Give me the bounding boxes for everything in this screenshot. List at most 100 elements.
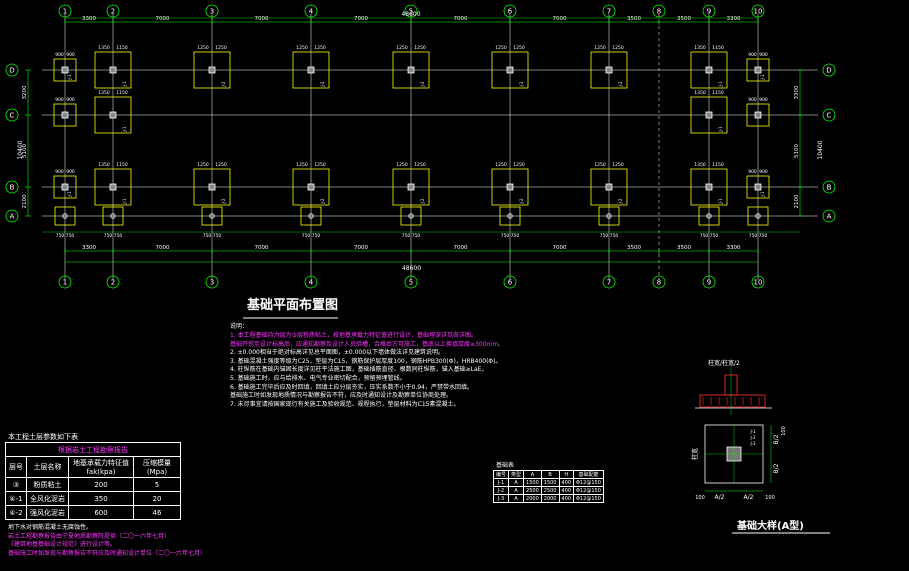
dimension-label: 7000 [553,245,567,251]
soil-footer: 地下水对钢筋混凝土无腐蚀性。 岩土工程勘察报告由宁夏地质勘察院提供（二〇一六年七… [8,524,206,558]
footing-outline [746,103,770,127]
detail-tag: J-1 [749,429,755,434]
footing-tag: J-2 [221,198,226,204]
footing-outline [491,51,529,89]
drawing-title: 基础平面布置图 [247,298,339,313]
axis-bubble [822,180,836,194]
column-marker [705,183,713,191]
axis-label: A [10,213,15,221]
footing-dimension: 1250 [594,45,606,51]
footing-outline [292,168,330,206]
axis-bubble [503,275,517,289]
footing-dimension: 1250 [513,45,525,51]
pier-column-marker [507,213,513,219]
axis-bubble [702,275,716,289]
column-marker [61,183,69,191]
soil-header: 地基承载力特征值 fak(kpa) [68,456,134,478]
axis-label: 10 [754,279,763,287]
soil-header: 层号 [5,456,27,478]
footing-dimension: 1250 [495,45,507,51]
footing-tag: J-2 [519,81,524,87]
footing-tag: J-2 [519,198,524,204]
pier-column-marker [62,213,68,219]
note-line: 6. 基础施工完毕后应及时回填，回填土应分层夯实，压实系数不小于0.94，严禁带… [230,383,473,391]
footing-dimension: 750 [213,233,222,239]
fnd-header: B [540,470,560,479]
axis-bubble [751,275,765,289]
footing-dimension: 1150 [712,162,724,168]
pier-footing-outline [201,206,223,226]
soil-table-subtitle: 根据岩土工程勘察报告 [5,442,181,457]
footing-dimension: 750 [610,233,619,239]
footing-dimension: 750 [302,233,311,239]
footing-dimension: 900 [759,97,768,103]
footing-dimension: 1250 [296,162,308,168]
footing-outline [53,58,77,82]
pier-footing-outline [598,206,620,226]
fnd-cell: 2500 [540,486,560,495]
fnd-cell: J-3 [492,494,510,503]
dimension-label: 3300 [82,245,96,251]
footing-outline [193,51,231,89]
footing-tag: J-2 [420,198,425,204]
axis-label: 4 [309,279,314,287]
axis-bubble [304,4,318,18]
total-dimension-label: 10400 [817,140,824,159]
axis-bubble [602,4,616,18]
note-line: 基础开挖至设计标高后，应通知勘察及设计人员验槽，合格后方可施工，基底以上换填厚度… [230,340,505,348]
axis-bubble [702,4,716,18]
footing-dimension: 1250 [414,45,426,51]
soil-header: 压缩模量 (Mpa) [133,456,181,478]
fnd-cell: 1500 [523,478,542,487]
footing-outline [392,51,430,89]
fnd-cell: 400 [558,486,575,495]
footing-tag: J-1 [67,74,72,80]
note-line: 基础施工时如发现地质情况与勘察报告不符，应及时通知设计及勘察单位协商处理。 [230,392,453,400]
fnd-cell: 2000 [540,494,560,503]
footing-dimension: 1150 [116,45,128,51]
footing-tag: J-1 [122,126,127,132]
axis-bubble [652,275,666,289]
dimension-label: 3300 [82,16,96,22]
footing-tag: J-1 [122,198,127,204]
footing-dimension: 1250 [414,162,426,168]
axis-label: 1 [63,279,67,287]
footing-outline [193,168,231,206]
dimension-label: 3300 [794,85,800,99]
axis-label: 1 [63,8,67,16]
fnd-cell: 400 [558,478,575,487]
footing-dimension: 750 [749,233,758,239]
pier-footing-outline [499,206,521,226]
fnd-cell: Φ12@150 [573,494,604,503]
footing-dimension: 1350 [98,45,110,51]
dimension-label: 7000 [354,16,368,22]
axis-bubble [822,108,836,122]
footing-dimension: 900 [55,52,64,58]
detail-dim-label: 100 [781,426,787,436]
footing-dimension: 900 [748,169,757,175]
axis-label: 9 [707,279,711,287]
column-marker [307,183,315,191]
fnd-cell: 1500 [540,478,560,487]
axis-bubble [652,4,666,18]
axis-label: 2 [111,279,115,287]
footing-dimension: 1350 [98,90,110,96]
axis-label: 4 [309,8,314,16]
axis-label: C [827,112,832,120]
footing-dimension: 1250 [197,162,209,168]
soil-footer-line: 基础施工时如发现与勘察报告不符应及时通知设计单位（二〇一六年七月） [8,549,207,557]
axis-bubble [5,108,19,122]
detail-footing-section [699,394,766,408]
soil-cell: 强风化泥岩 [26,505,69,520]
notes-block: 1. 本工程基础持力层为③层粉质粘土，按地基承载力特征值进行设计，基础埋深详见各… [230,332,504,409]
footing-dimension: 900 [748,52,757,58]
footing-outline [590,168,628,206]
axis-label: D [9,67,14,75]
fnd-header: 基础配筋 [573,470,604,479]
footing-outline [53,175,77,199]
note-line: 1. 本工程基础持力层为③层粉质粘土，按地基承载力特征值进行设计，基础埋深详见各… [230,332,478,339]
footing-outline [746,58,770,82]
column-marker [506,66,514,74]
table-row: ④-2 强风化泥岩 600 46 [5,505,181,520]
footing-dimension: 900 [748,97,757,103]
